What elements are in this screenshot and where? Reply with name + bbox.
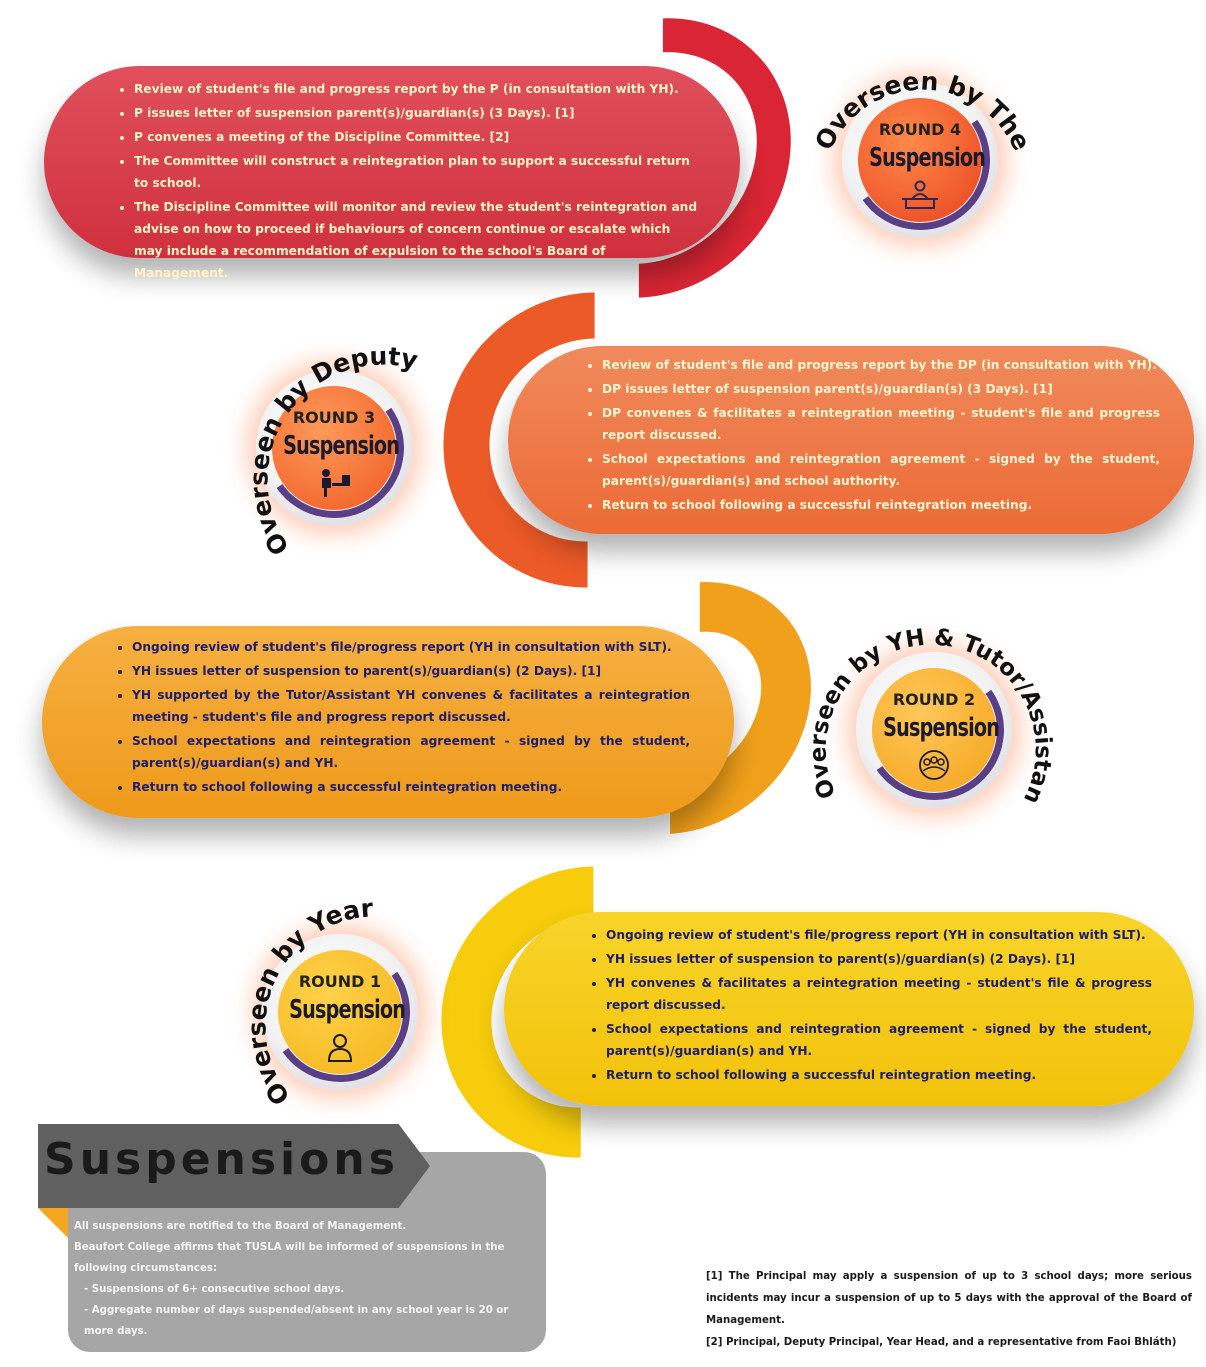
- round4-label: ROUND 4: [878, 120, 962, 139]
- list-item: P convenes a meeting of the Discipline C…: [134, 126, 700, 148]
- round2-suspension-label: Suspension: [883, 713, 1000, 743]
- list-item: Return to school following a successful …: [606, 1064, 1152, 1086]
- round2-badge: ROUND 2 Suspension: [852, 648, 1016, 812]
- svg-text:Overseen by YH & Tutor/Assista: Overseen by YH & Tutor/Assistant YH: [806, 580, 1056, 808]
- list-item: The Discipline Committee will monitor an…: [134, 196, 700, 284]
- summary-line: - Aggregate number of days suspended/abs…: [84, 1305, 509, 1337]
- list-item: YH issues letter of suspension to parent…: [606, 948, 1152, 970]
- round1-suspension-label: Suspension: [289, 995, 406, 1025]
- summary-line: All suspensions are notified to the Boar…: [74, 1221, 407, 1232]
- round3-panel: Review of student's file and progress re…: [508, 346, 1194, 534]
- svg-text:Overseen by The Principal: Overseen by The Principal: [781, 0, 1040, 163]
- list-item: Review of student's file and progress re…: [134, 78, 700, 100]
- round4-badge: ROUND 4 Suspension: [838, 78, 1002, 242]
- footnotes: [1] The Principal may apply a suspension…: [706, 1266, 1192, 1354]
- person-icon: [327, 1034, 353, 1062]
- round4-panel: Review of student's file and progress re…: [44, 66, 740, 280]
- summary-text: All suspensions are notified to the Boar…: [74, 1216, 534, 1342]
- list-item: Return to school following a successful …: [602, 494, 1160, 516]
- summary-banner: [38, 1124, 430, 1208]
- list-item: School expectations and reintegration ag…: [132, 730, 690, 774]
- list-item: School expectations and reintegration ag…: [606, 1018, 1152, 1062]
- list-item: Ongoing review of student's file/progres…: [132, 636, 690, 658]
- svg-text:Overseen by Year Head: Overseen by Year Head: [186, 859, 383, 1110]
- round1-label: ROUND 1: [298, 972, 382, 991]
- list-item: YH convenes & facilitates a reintegratio…: [606, 972, 1152, 1016]
- svg-text:Overseen by Deputy Principal: Overseen by Deputy Principal: [181, 295, 421, 560]
- group-cycle-icon: [919, 750, 949, 780]
- footnote: [1] The Principal may apply a suspension…: [706, 1271, 1192, 1326]
- list-item: DP convenes & facilitates a reintegratio…: [602, 402, 1160, 446]
- round2-bullets: Ongoing review of student's file/progres…: [114, 636, 690, 798]
- round3-label: ROUND 3: [292, 408, 376, 427]
- person-at-desk-icon: [322, 469, 350, 497]
- round3-overseen-title: Overseen by Deputy Principal: [181, 295, 421, 560]
- round2-label: ROUND 2: [892, 690, 976, 709]
- list-item: The Committee will construct a reintegra…: [134, 150, 700, 194]
- round1-overseen-title: Overseen by Year Head: [186, 859, 383, 1110]
- summary-line: Beaufort College affirms that TUSLA will…: [74, 1242, 505, 1274]
- round1-badge: ROUND 1 Suspension: [258, 930, 422, 1094]
- principal-desk-icon: [902, 180, 938, 209]
- round1-panel: Ongoing review of student's file/progres…: [504, 912, 1194, 1106]
- round4-overseen-title: Overseen by The Principal: [781, 0, 1040, 163]
- list-item: School expectations and reintegration ag…: [602, 448, 1160, 492]
- list-item: Return to school following a successful …: [132, 776, 690, 798]
- summary-title: Suspensions: [44, 1134, 399, 1185]
- round2-overseen-title: Overseen by YH & Tutor/Assistant YH: [806, 580, 1056, 808]
- list-item: P issues letter of suspension parent(s)/…: [134, 102, 700, 124]
- round3-bullets: Review of student's file and progress re…: [584, 354, 1160, 516]
- list-item: YH issues letter of suspension to parent…: [132, 660, 690, 682]
- summary-banner-fold: [38, 1208, 68, 1238]
- list-item: Ongoing review of student's file/progres…: [606, 924, 1152, 946]
- round1-bullets: Ongoing review of student's file/progres…: [588, 924, 1152, 1086]
- list-item: YH supported by the Tutor/Assistant YH c…: [132, 684, 690, 728]
- summary-line: - Suspensions of 6+ consecutive school d…: [84, 1284, 345, 1295]
- round3-suspension-label: Suspension: [283, 431, 400, 461]
- footnote: [2] Principal, Deputy Principal, Year He…: [706, 1337, 1177, 1348]
- round2-panel: Ongoing review of student's file/progres…: [42, 626, 734, 818]
- round3-badge: ROUND 3 Suspension: [252, 366, 416, 530]
- list-item: DP issues letter of suspension parent(s)…: [602, 378, 1160, 400]
- round4-suspension-label: Suspension: [869, 143, 986, 173]
- round4-bullets: Review of student's file and progress re…: [116, 78, 700, 284]
- list-item: Review of student's file and progress re…: [602, 354, 1160, 376]
